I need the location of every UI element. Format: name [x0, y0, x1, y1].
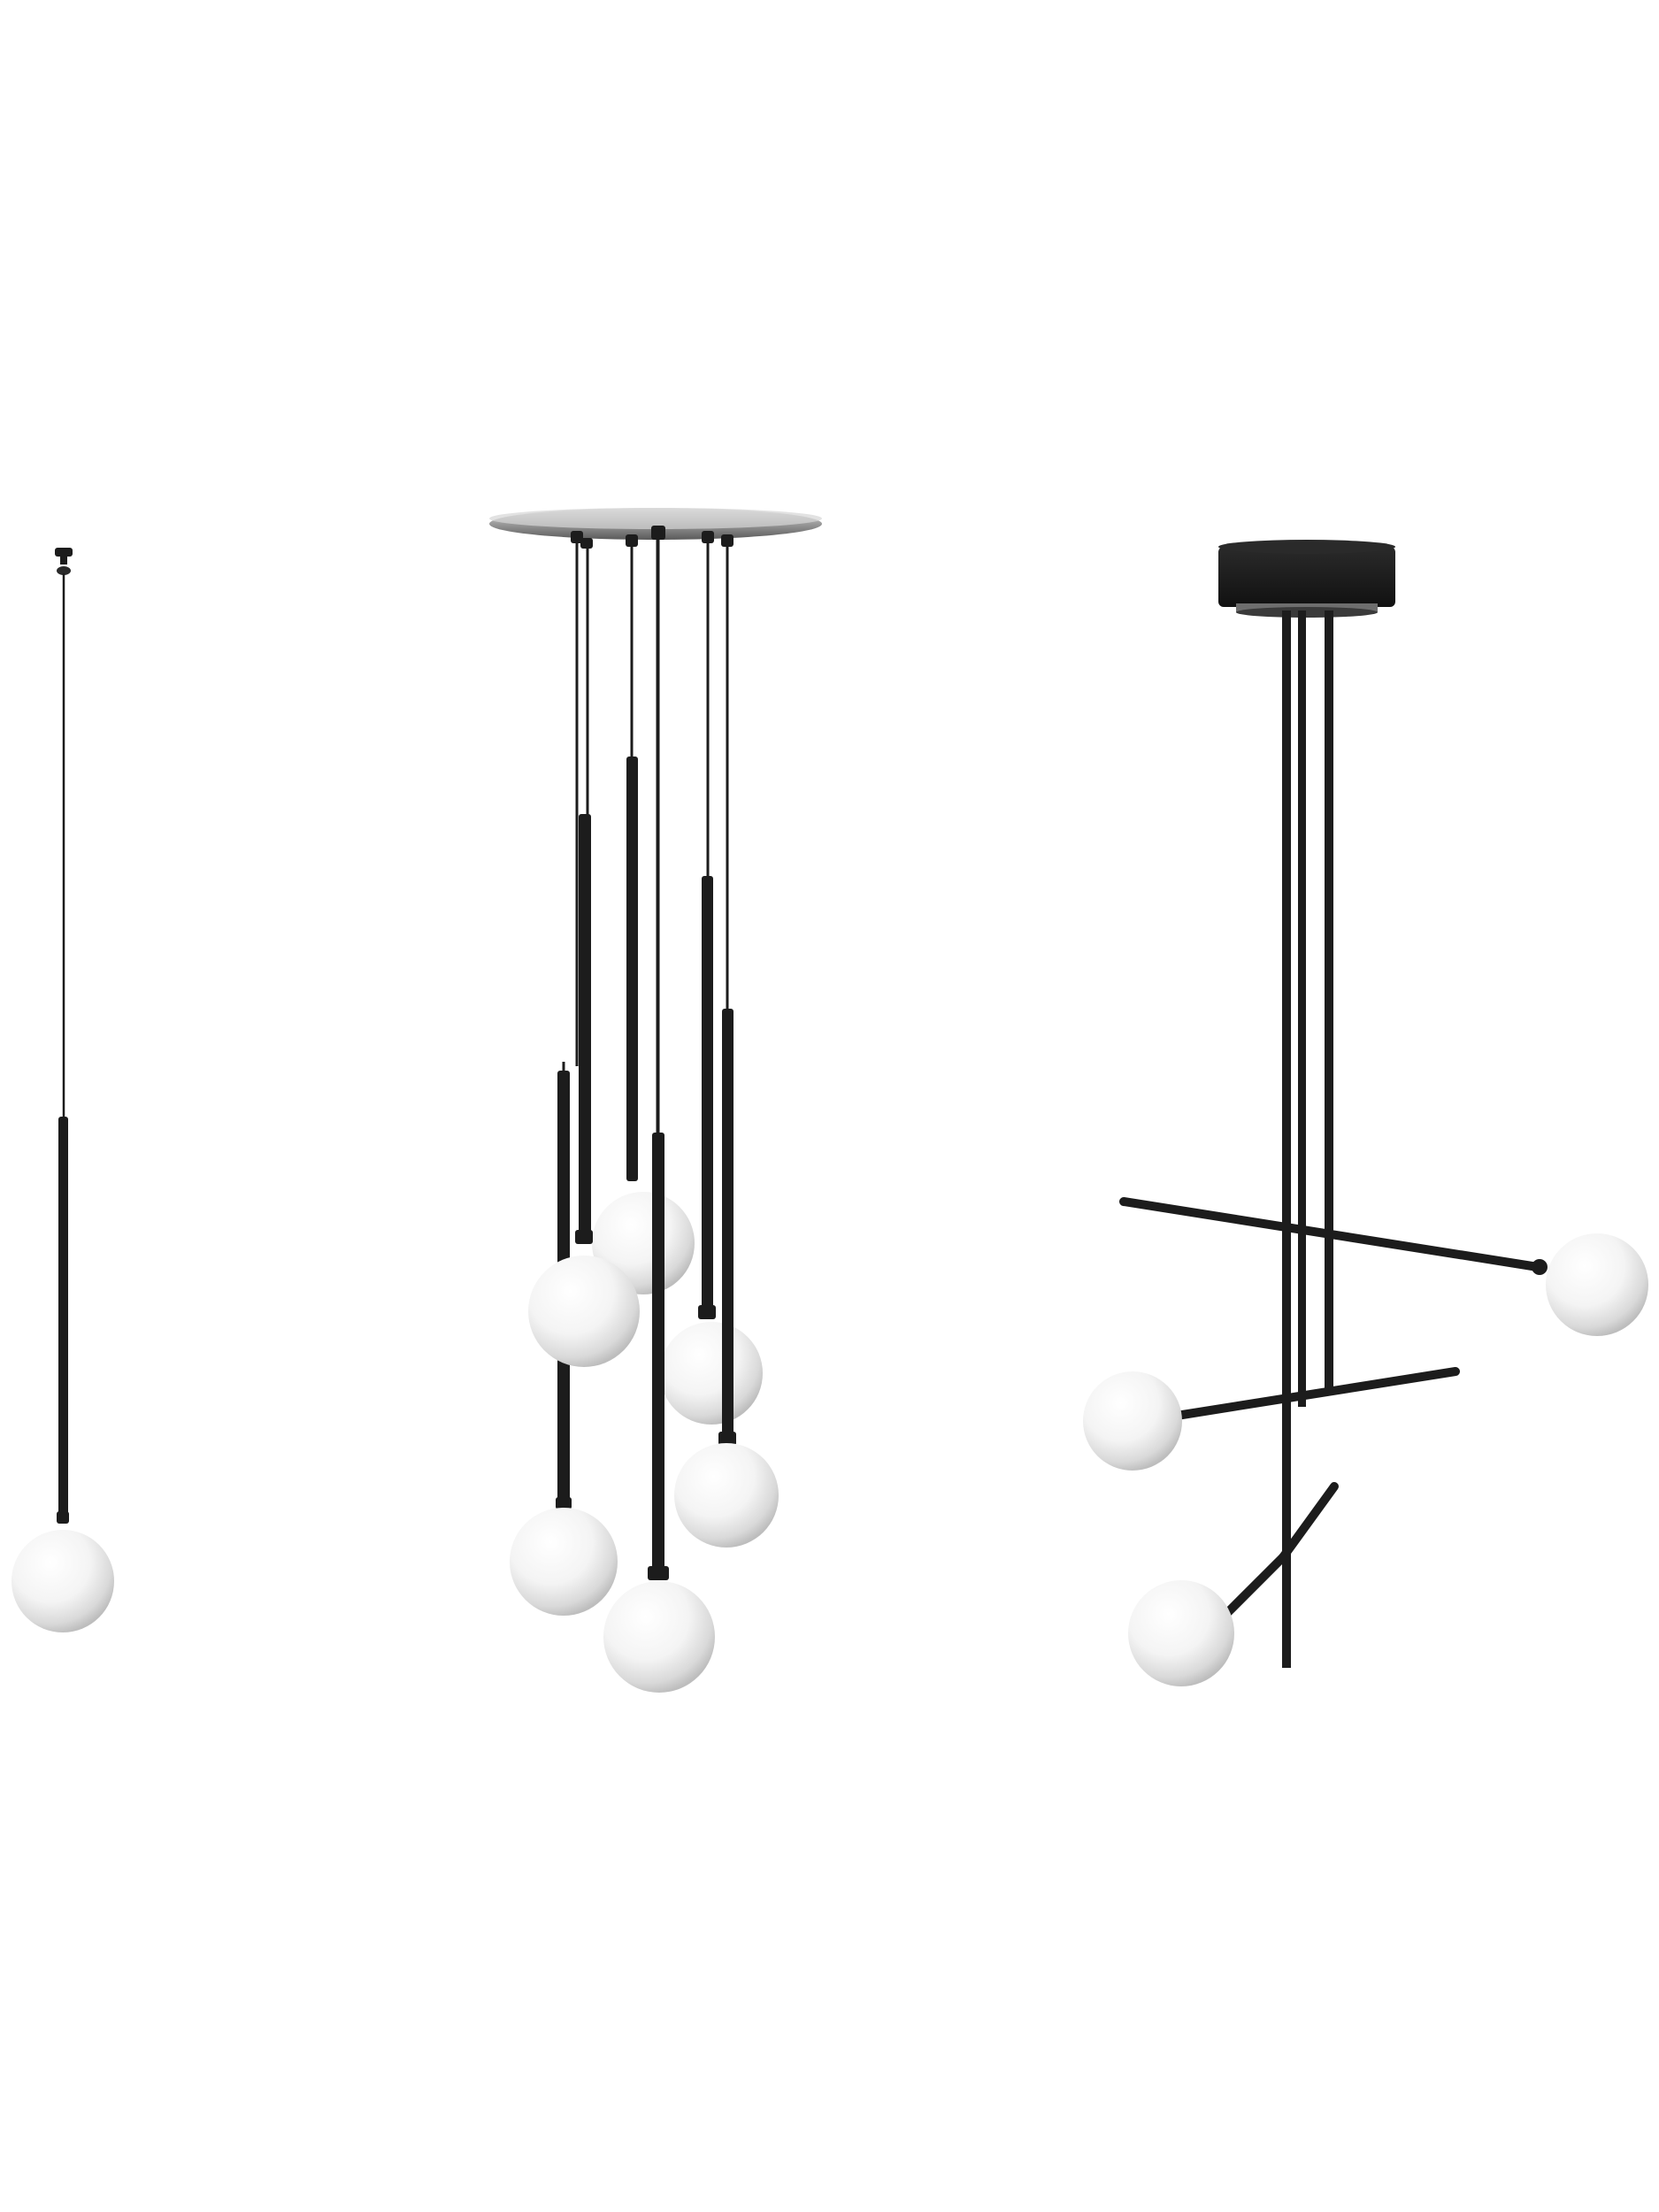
single-pendant-lamp — [12, 548, 114, 1632]
cluster-pendant-lamp — [489, 508, 822, 1693]
branch-pendant-lamp — [1083, 540, 1648, 1686]
